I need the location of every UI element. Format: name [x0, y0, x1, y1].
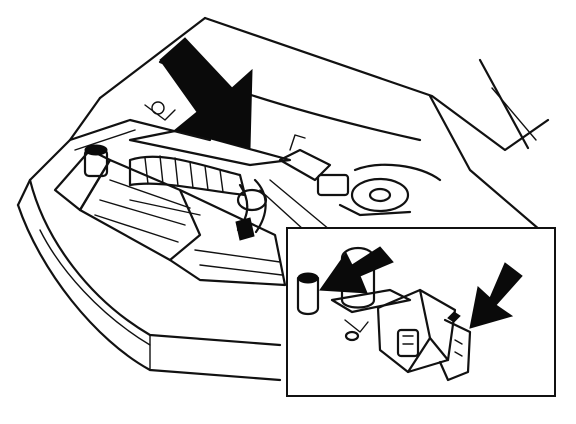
small-cap	[296, 272, 320, 316]
open-hood	[98, 16, 550, 232]
detail-arrow-left	[319, 246, 394, 294]
main-pointer-arrow	[159, 37, 253, 149]
detail-arrow-right	[469, 262, 523, 329]
engine-bay	[68, 101, 442, 241]
headlight-and-grille	[53, 148, 287, 287]
detail-inset	[286, 227, 556, 397]
front-bumper	[16, 96, 282, 382]
connector	[376, 288, 472, 382]
